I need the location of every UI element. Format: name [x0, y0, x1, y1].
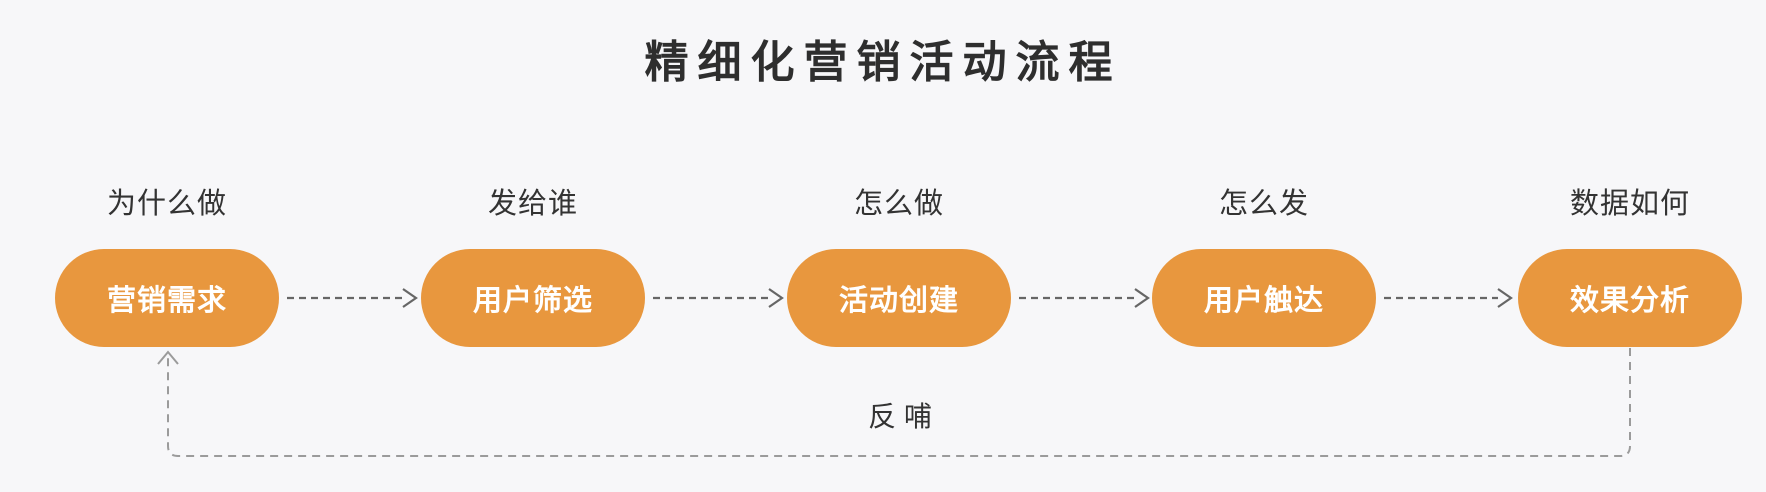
stage-question-label: 怎么做: [853, 188, 944, 220]
stage-question-label: 为什么做: [106, 188, 227, 220]
feedback-label: 反 哺: [868, 401, 932, 432]
flow-arrow-4: [1384, 288, 1513, 308]
stage-user-reach: 怎么发 用户触达: [1152, 190, 1376, 347]
stage-pill: 活动创建: [787, 249, 1011, 347]
arrowhead-up-icon: [157, 350, 179, 365]
stage-effect-analysis: 数据如何 效果分析: [1518, 190, 1742, 347]
stage-marketing-demand: 为什么做 营销需求: [55, 190, 279, 347]
arrowhead-right-icon: [402, 288, 418, 308]
stage-question-label: 数据如何: [1569, 188, 1690, 220]
flow-arrow-2: [653, 288, 784, 308]
arrowhead-right-icon: [1497, 288, 1513, 308]
arrowhead-right-icon: [1134, 288, 1150, 308]
stage-user-filter: 发给谁 用户筛选: [421, 190, 645, 347]
flow-arrow-3: [1019, 288, 1150, 308]
stage-pill: 用户触达: [1152, 249, 1376, 347]
stage-question-label: 怎么发: [1218, 188, 1309, 220]
stage-pill: 用户筛选: [421, 249, 645, 347]
stage-pill: 效果分析: [1518, 249, 1742, 347]
arrowhead-right-icon: [768, 288, 784, 308]
diagram-title: 精细化营销活动流程: [644, 38, 1122, 87]
stage-question-label: 发给谁: [487, 188, 578, 220]
stage-pill: 营销需求: [55, 249, 279, 347]
stage-activity-create: 怎么做 活动创建: [787, 190, 1011, 347]
flow-arrow-1: [287, 288, 418, 308]
